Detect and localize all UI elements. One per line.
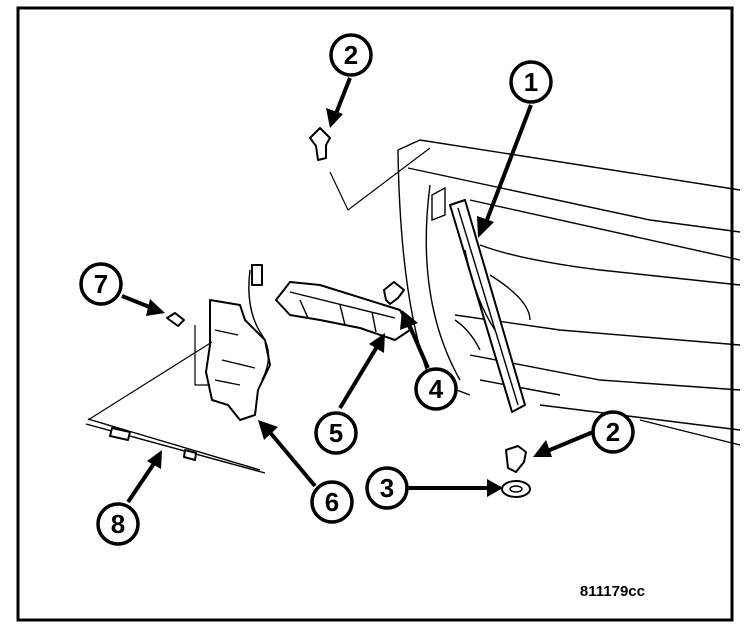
svg-text:3: 3 — [380, 473, 394, 503]
svg-text:7: 7 — [94, 269, 108, 299]
callout-2-bottom: 2 — [591, 410, 635, 454]
svg-text:5: 5 — [329, 418, 343, 448]
svg-text:6: 6 — [325, 487, 339, 517]
callout-2-top: 2 — [329, 33, 373, 77]
latch-assembly — [194, 264, 271, 421]
svg-text:2: 2 — [606, 417, 620, 447]
svg-text:1: 1 — [524, 67, 538, 97]
latch-screw — [166, 312, 185, 327]
release-rod — [85, 341, 266, 474]
callout-3: 3 — [365, 466, 409, 510]
callout-7: 7 — [79, 262, 123, 306]
liftgate-panel — [397, 139, 741, 446]
handle-housing — [275, 281, 411, 341]
svg-text:8: 8 — [111, 509, 125, 539]
wiper-bolt-top — [309, 127, 431, 211]
wiper-arm — [449, 199, 526, 413]
callout-6: 6 — [310, 480, 354, 524]
svg-text:4: 4 — [429, 374, 444, 404]
grommet — [501, 480, 531, 498]
callout-arrows — [121, 77, 594, 504]
diagram-frame — [16, 6, 734, 622]
figure-code: 811179cc — [580, 583, 645, 600]
callout-8: 8 — [96, 502, 140, 546]
handle-screw — [383, 281, 405, 305]
wiper-bolt-bottom — [505, 445, 527, 473]
callout-4: 4 — [414, 367, 458, 411]
callout-5: 5 — [314, 411, 358, 455]
callout-1: 1 — [509, 60, 553, 104]
svg-text:2: 2 — [344, 40, 358, 70]
